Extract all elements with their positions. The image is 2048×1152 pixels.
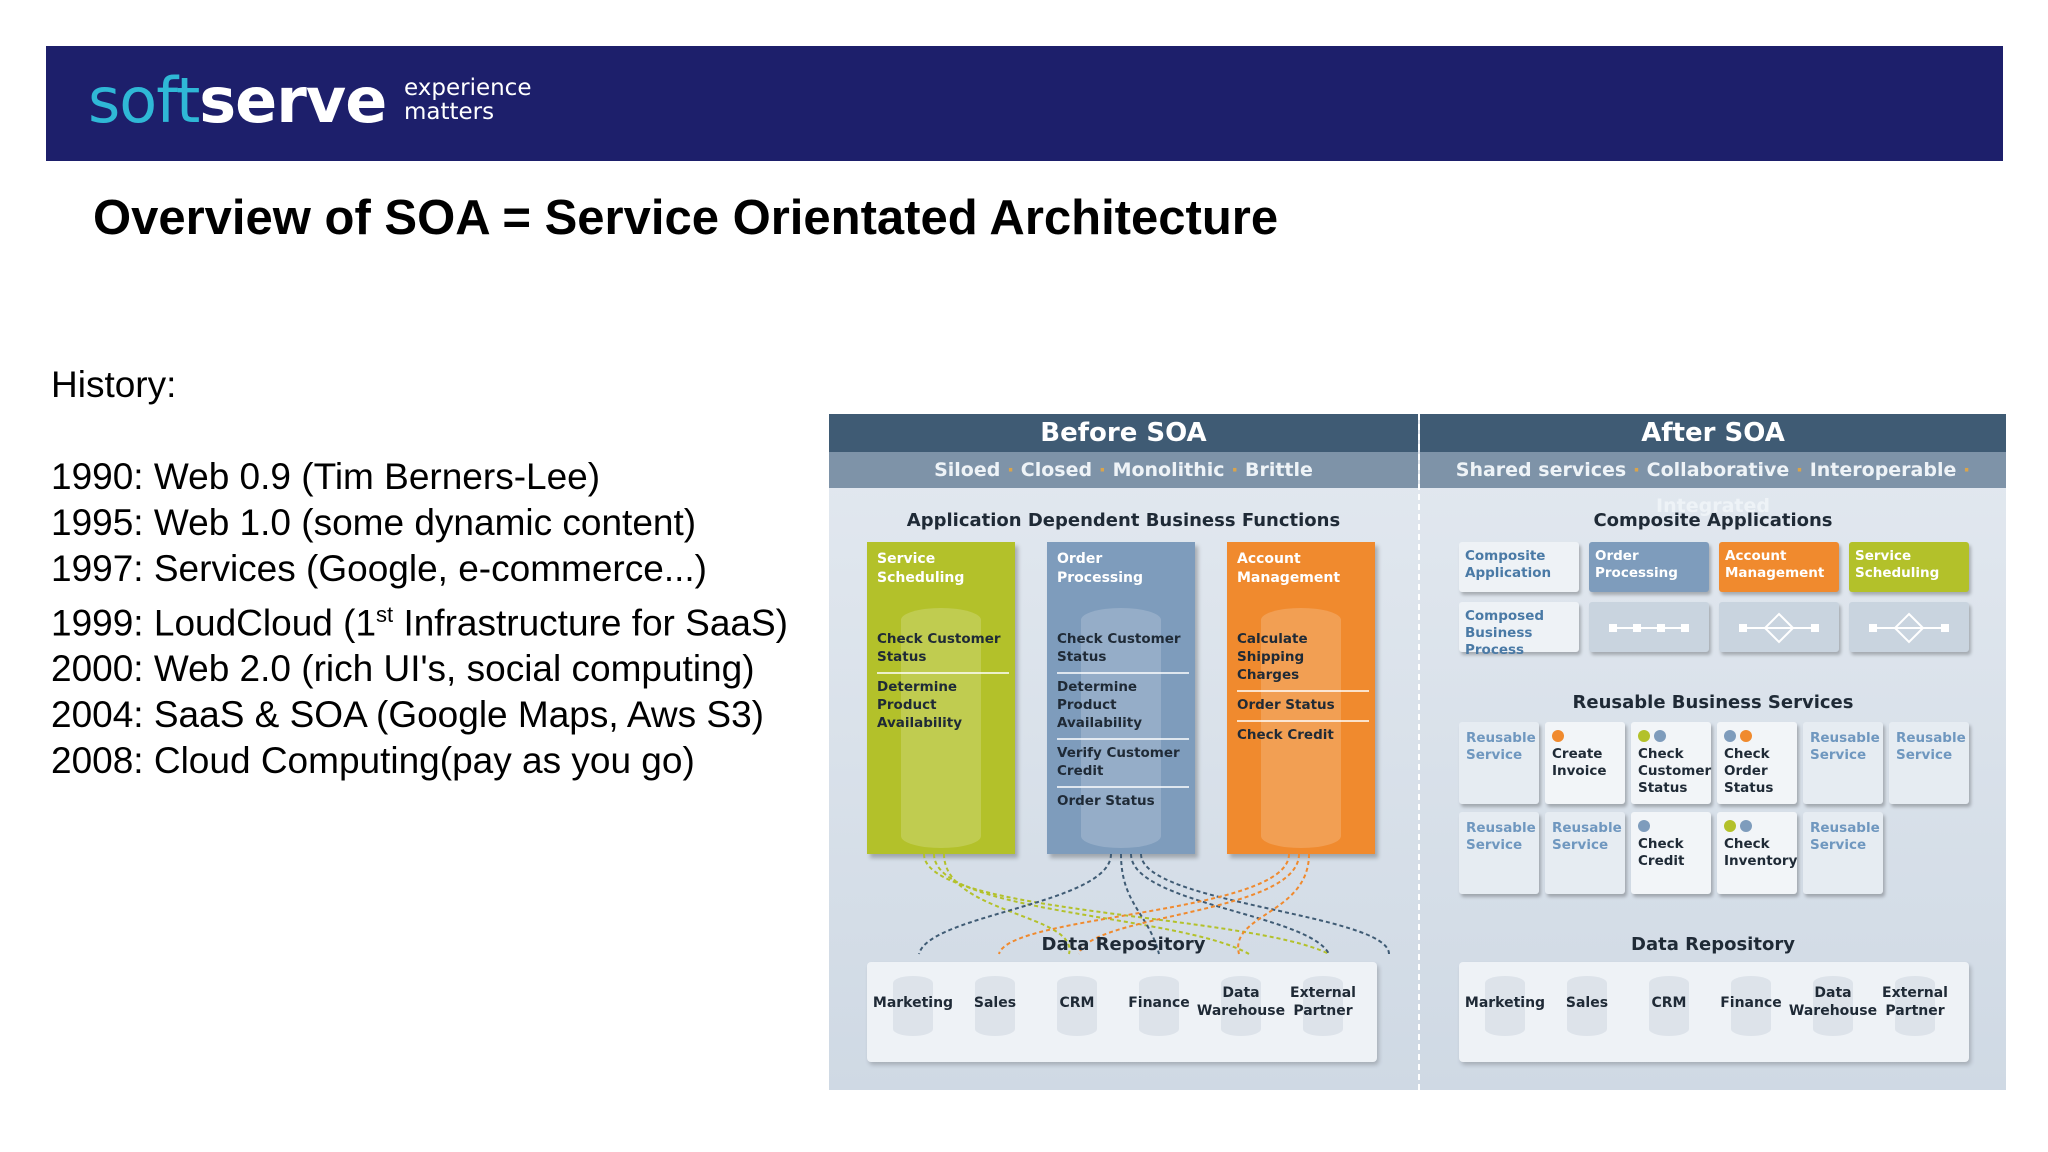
repository-finance: Finance bbox=[1119, 976, 1199, 1036]
repository-marketing: Marketing bbox=[1465, 976, 1545, 1036]
after-repository-title: Data Repository bbox=[1631, 934, 1795, 955]
reusable-service-tile: Reusable Service bbox=[1459, 722, 1539, 804]
silo-function: Check Credit bbox=[1237, 727, 1334, 743]
process-flow-icon bbox=[1849, 602, 1969, 652]
reusable-service-tile: Reusable Service bbox=[1889, 722, 1969, 804]
repository-data-warehouse: Data Warehouse bbox=[1197, 976, 1285, 1036]
database-icon bbox=[1139, 976, 1179, 1036]
database-icon bbox=[1221, 976, 1261, 1036]
before-section-title: Application Dependent Business Functions bbox=[906, 510, 1341, 531]
silo-service-scheduling: Service Scheduling Check Customer Status… bbox=[867, 542, 1015, 854]
history-list: 1990: Web 0.9 (Tim Berners-Lee) 1995: We… bbox=[51, 454, 788, 784]
after-section-title: Composite Applications bbox=[1593, 510, 1833, 531]
process-flow-icon bbox=[1589, 602, 1709, 652]
history-item: 1999: LoudCloud (1st Infrastructure for … bbox=[51, 602, 788, 644]
reusable-service-tile: Reusable Service bbox=[1545, 812, 1625, 894]
after-soa-qualities: Shared services · Collaborative · Intero… bbox=[1420, 452, 2006, 517]
repository-crm: CRM bbox=[1037, 976, 1117, 1036]
repository-finance: Finance bbox=[1711, 976, 1791, 1036]
history-item: 1995: Web 1.0 (some dynamic content) bbox=[51, 502, 697, 543]
history-item: 1997: Services (Google, e-commerce...) bbox=[51, 548, 707, 589]
silo-function: Check Customer Status bbox=[877, 626, 1009, 674]
soa-diagram: Before SOA After SOA Siloed · Closed · M… bbox=[829, 414, 2006, 1090]
composite-account-management-tile: Account Management bbox=[1719, 542, 1839, 592]
silo-order-processing: Order Processing Check Customer Status D… bbox=[1047, 542, 1195, 854]
reusable-service-tile: Reusable Service bbox=[1459, 812, 1539, 894]
repository-external-partner: External Partner bbox=[1283, 976, 1363, 1036]
history-item: 2000: Web 2.0 (rich UI's, social computi… bbox=[51, 648, 755, 690]
database-icon bbox=[1485, 976, 1525, 1036]
check-credit-service: Check Credit bbox=[1631, 812, 1711, 894]
check-inventory-service: Check Inventory bbox=[1717, 812, 1797, 894]
database-icon bbox=[1303, 976, 1343, 1036]
check-customer-status-service: Check Customer Status bbox=[1631, 722, 1711, 804]
database-icon bbox=[1731, 976, 1771, 1036]
database-icon bbox=[975, 976, 1015, 1036]
history-item: 2004: SaaS & SOA (Google Maps, Aws S3) bbox=[51, 694, 764, 736]
silo-account-management: Account Management Calculate Shipping Ch… bbox=[1227, 542, 1375, 854]
silo-database-shape bbox=[901, 608, 981, 848]
point-to-point-connections bbox=[918, 854, 1390, 955]
repository-sales: Sales bbox=[1547, 976, 1627, 1036]
softserve-logo: softserve bbox=[88, 64, 387, 137]
process-flow-icon bbox=[1719, 602, 1839, 652]
history-heading: History: bbox=[51, 364, 177, 405]
history-item: 2008: Cloud Computing(pay as you go) bbox=[51, 740, 695, 782]
database-icon bbox=[893, 976, 933, 1036]
composite-application-tile: Composite Application bbox=[1459, 542, 1579, 592]
history-item: 1990: Web 0.9 (Tim Berners-Lee) bbox=[51, 456, 601, 497]
repository-marketing: Marketing bbox=[873, 976, 953, 1036]
silo-function: Determine Product Availability bbox=[1057, 674, 1189, 740]
silo-function: Determine Product Availability bbox=[877, 679, 963, 731]
database-icon bbox=[1057, 976, 1097, 1036]
database-icon bbox=[1567, 976, 1607, 1036]
after-data-repository: Marketing Sales CRM Finance Data Warehou… bbox=[1459, 962, 1969, 1062]
brand-banner: softserve experience matters bbox=[46, 46, 2003, 161]
before-soa-header: Before SOA bbox=[829, 414, 1418, 452]
silo-function: Calculate Shipping Charges bbox=[1237, 626, 1369, 692]
composed-business-process-tile: Composed Business Process bbox=[1459, 602, 1579, 658]
before-after-divider bbox=[1418, 414, 1420, 1090]
database-icon bbox=[1895, 976, 1935, 1036]
repository-data-warehouse: Data Warehouse bbox=[1789, 976, 1877, 1036]
silo-database-shape bbox=[1261, 608, 1341, 848]
repository-external-partner: External Partner bbox=[1875, 976, 1955, 1036]
check-order-status-service: Check Order Status bbox=[1717, 722, 1797, 804]
before-soa-qualities: Siloed · Closed · Monolithic · Brittle bbox=[829, 452, 1418, 488]
reusable-service-tile: Reusable Service bbox=[1803, 812, 1883, 894]
create-invoice-service: Create Invoice bbox=[1545, 722, 1625, 804]
repository-sales: Sales bbox=[955, 976, 1035, 1036]
repository-crm: CRM bbox=[1629, 976, 1709, 1036]
silo-function: Order Status bbox=[1057, 793, 1155, 809]
before-repository-title: Data Repository bbox=[1041, 934, 1206, 955]
database-icon bbox=[1813, 976, 1853, 1036]
reusable-service-tile: Reusable Service bbox=[1803, 722, 1883, 804]
after-soa-header: After SOA bbox=[1420, 414, 2006, 452]
slide-title: Overview of SOA = Service Orientated Arc… bbox=[93, 191, 1279, 245]
silo-function: Check Customer Status bbox=[1057, 626, 1189, 674]
database-icon bbox=[1649, 976, 1689, 1036]
composite-order-processing-tile: Order Processing bbox=[1589, 542, 1709, 592]
silo-function: Verify Customer Credit bbox=[1057, 740, 1189, 788]
reusable-services-title: Reusable Business Services bbox=[1572, 692, 1854, 713]
composite-service-scheduling-tile: Service Scheduling bbox=[1849, 542, 1969, 592]
silo-database-shape bbox=[1081, 608, 1161, 848]
before-data-repository: Marketing Sales CRM Finance Data Warehou… bbox=[867, 962, 1377, 1062]
logo-tagline: experience matters bbox=[404, 75, 532, 125]
silo-function: Order Status bbox=[1237, 692, 1369, 722]
